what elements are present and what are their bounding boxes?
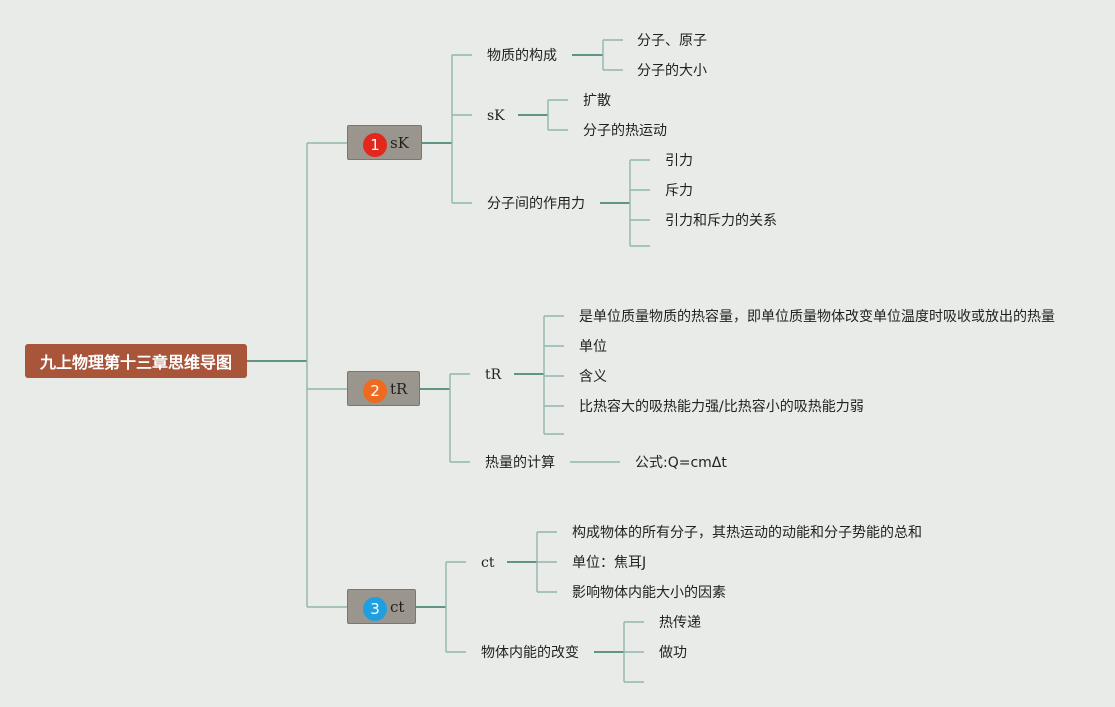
- topic-1-badge: 1: [363, 133, 387, 157]
- topic-3-node[interactable]: 3 ct: [347, 589, 416, 624]
- topic-1-sub-2[interactable]: sK: [487, 108, 505, 124]
- topic-1-sub-1-item-2[interactable]: 分子的大小: [637, 63, 707, 79]
- topic-3-sub-2[interactable]: 物体内能的改变: [481, 645, 579, 661]
- topic-1-sub-3-item-3[interactable]: 引力和斥力的关系: [665, 213, 777, 229]
- topic-1-sub-2-item-2[interactable]: 分子的热运动: [583, 123, 667, 139]
- topic-2-sub-2-item-1[interactable]: 公式:Q=cmΔt: [635, 455, 727, 471]
- root-label: 九上物理第十三章思维导图: [39, 353, 232, 372]
- topic-3-sub-1-item-2[interactable]: 单位：焦耳J: [572, 555, 647, 571]
- connector-t1-s3-trunk: [629, 159, 650, 247]
- topic-2-badge: 2: [363, 379, 387, 403]
- topic-1-sub-2-item-1[interactable]: 扩散: [583, 93, 611, 109]
- topic-1-sub-1-item-1[interactable]: 分子、原子: [637, 33, 707, 49]
- topic-2-label: tR: [390, 380, 408, 398]
- topic-1-sub-3[interactable]: 分子间的作用力: [487, 196, 585, 212]
- topic-2-sub-2[interactable]: 热量的计算: [485, 455, 555, 471]
- topic-2-sub-1-item-2[interactable]: 单位: [579, 339, 607, 355]
- connector-t3-s2-trunk: [623, 621, 644, 683]
- topic-3-label: ct: [390, 598, 405, 616]
- topic-3-sub-2-item-1[interactable]: 热传递: [659, 615, 701, 631]
- topic-3-sub-1[interactable]: ct: [481, 555, 495, 571]
- topic-1-sub-1[interactable]: 物质的构成: [487, 48, 557, 64]
- root-node[interactable]: 九上物理第十三章思维导图: [25, 344, 247, 378]
- topic-2-sub-1-item-1[interactable]: 是单位质量物质的热容量，即单位质量物体改变单位温度时吸收或放出的热量: [579, 309, 1055, 325]
- topic-3-sub-1-item-3[interactable]: 影响物体内能大小的因素: [572, 585, 726, 601]
- topic-3-sub-2-item-2[interactable]: 做功: [659, 645, 687, 661]
- connector-t1-s2-trunk: [547, 99, 568, 131]
- topic-1-sub-3-item-2[interactable]: 斥力: [665, 183, 693, 199]
- topic-2-sub-1-item-4[interactable]: 比热容大的吸热能力强/比热容小的吸热能力弱: [579, 399, 864, 415]
- topic-2-node[interactable]: 2 tR: [347, 371, 420, 406]
- topic-2-sub-1[interactable]: tR: [485, 367, 502, 383]
- connector-t3-s1-trunk: [536, 531, 557, 593]
- topic-1-label: sK: [390, 134, 409, 152]
- connector-t1-s1-trunk: [602, 39, 623, 71]
- topic-1-node[interactable]: 1 sK: [347, 125, 422, 160]
- topic-2-sub-1-item-3[interactable]: 含义: [579, 369, 607, 385]
- topic-1-sub-3-item-1[interactable]: 引力: [665, 153, 693, 169]
- topic-3-sub-1-item-1[interactable]: 构成物体的所有分子，其热运动的动能和分子势能的总和: [572, 525, 922, 541]
- topic-3-badge: 3: [363, 597, 387, 621]
- connector-t2-s1-trunk: [543, 315, 564, 435]
